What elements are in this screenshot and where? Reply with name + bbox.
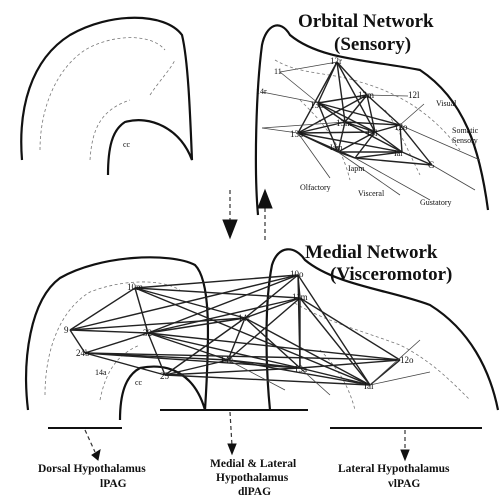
arrow-medial-icon [228, 444, 236, 454]
medial-node-13a: 13a [294, 364, 307, 374]
orbital-title-line2: (Sensory) [334, 34, 411, 55]
orbital-title-line1: Orbital Network [298, 11, 434, 32]
cc-label-upper: cc [123, 140, 131, 149]
orbital-node-13l: 13l [366, 128, 378, 138]
orbital-node-12l: 12l [408, 90, 420, 100]
cc-label-lower: cc [135, 378, 143, 387]
modality-visual: Visual [436, 99, 457, 108]
arrow-up-icon [258, 190, 272, 208]
output-left-line2: lPAG [100, 478, 127, 490]
output-labels: Dorsal Hypothalamus lPAG Medial & Latera… [38, 458, 450, 498]
medial-node-12o: 12o [400, 355, 414, 365]
output-right-line2: vlPAG [388, 478, 420, 490]
output-center-line2: Hypothalamus [216, 472, 289, 484]
arrow-dorsal-icon [92, 450, 100, 460]
orbital-node-labels: 12r 12m 12l 13b 13m 13l 12o 13a 11 14r I… [256, 56, 435, 173]
orbital-node-12m: 12m [358, 90, 374, 100]
medial-node-14r: 14r [238, 313, 250, 323]
orbital-node-12o: 12o [394, 122, 408, 132]
medial-node-11m: 11m [292, 292, 308, 302]
output-right-line1: Lateral Hypothalamus [338, 463, 450, 475]
lower-medial-wall: cc [26, 257, 208, 420]
output-left-line1: Dorsal Hypothalamus [38, 463, 146, 475]
arrow-down-icon [223, 220, 237, 238]
modality-sensory: Sensory [452, 136, 478, 145]
modality-olfactory: Olfactory [300, 183, 331, 192]
medial-node-14a: 14a [95, 368, 107, 377]
orbital-node-11: 11 [274, 67, 282, 76]
medial-node-iai: Iai [364, 381, 374, 391]
output-center-line3: dlPAG [238, 486, 271, 498]
network-arrows [223, 190, 272, 240]
medial-node-25: 25 [160, 371, 170, 381]
modality-somatic: Somatic [452, 126, 479, 135]
output-pathways [48, 410, 482, 460]
medial-node-14c: 14c [220, 355, 233, 365]
orbital-node-13m: 13m [336, 118, 352, 128]
output-center-line1: Medial & Lateral [210, 458, 296, 470]
medial-title-line1: Medial Network [305, 242, 438, 263]
orbital-node-g: G [428, 160, 435, 170]
medial-node-10m: 10m [127, 282, 143, 292]
modality-visceral: Visceral [358, 189, 385, 198]
orbital-node-iai: Iai [394, 149, 403, 158]
medial-node-9: 9 [64, 325, 69, 335]
orbital-node-14r: 14r [256, 87, 267, 96]
medial-node-32: 32 [143, 328, 152, 338]
medial-node-10o: 10o [290, 269, 304, 279]
arrow-lateral-icon [401, 450, 409, 460]
modality-gustatory: Gustatory [420, 198, 452, 207]
upper-medial-wall: cc [21, 18, 192, 175]
orbital-node-13b: 13b [310, 100, 324, 110]
orbital-node-iam: Iam [330, 143, 343, 152]
medial-connections [70, 275, 430, 395]
orbital-node-13a: 13a [290, 129, 303, 139]
medial-node-24b: 24b [76, 348, 90, 358]
orbital-node-iapm: Iapm [348, 164, 365, 173]
orbital-node-12r: 12r [330, 56, 342, 66]
